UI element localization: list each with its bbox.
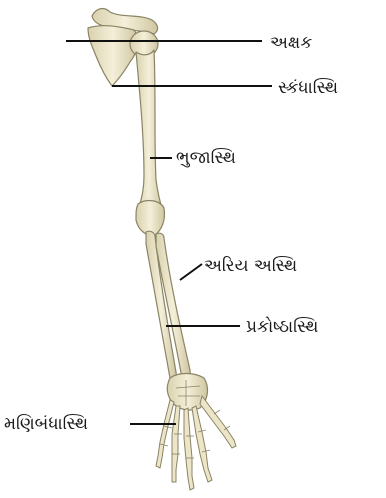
finger-little [156, 400, 174, 468]
carpals-label: મણિબંધાસ્થિ [4, 414, 88, 434]
ulna-label: પ્રકોષ્ઠાસ્થિ [246, 317, 318, 337]
humerus-label: ભુજાસ્થિ [176, 148, 236, 168]
clavicle-label: અક્ષક [270, 33, 312, 53]
radius-label: અરિય અસ્થિ [204, 256, 297, 276]
scapula-label: સ્કંધાસ્થિ [278, 78, 338, 98]
finger-index [192, 406, 212, 482]
humerus-bone [136, 50, 162, 210]
thumb-bones [200, 396, 236, 448]
finger-middle [184, 408, 194, 490]
radius-leader-line [180, 264, 202, 280]
scapula-bone [88, 26, 137, 86]
finger-ring [172, 406, 180, 482]
elbow-joint [136, 201, 165, 236]
